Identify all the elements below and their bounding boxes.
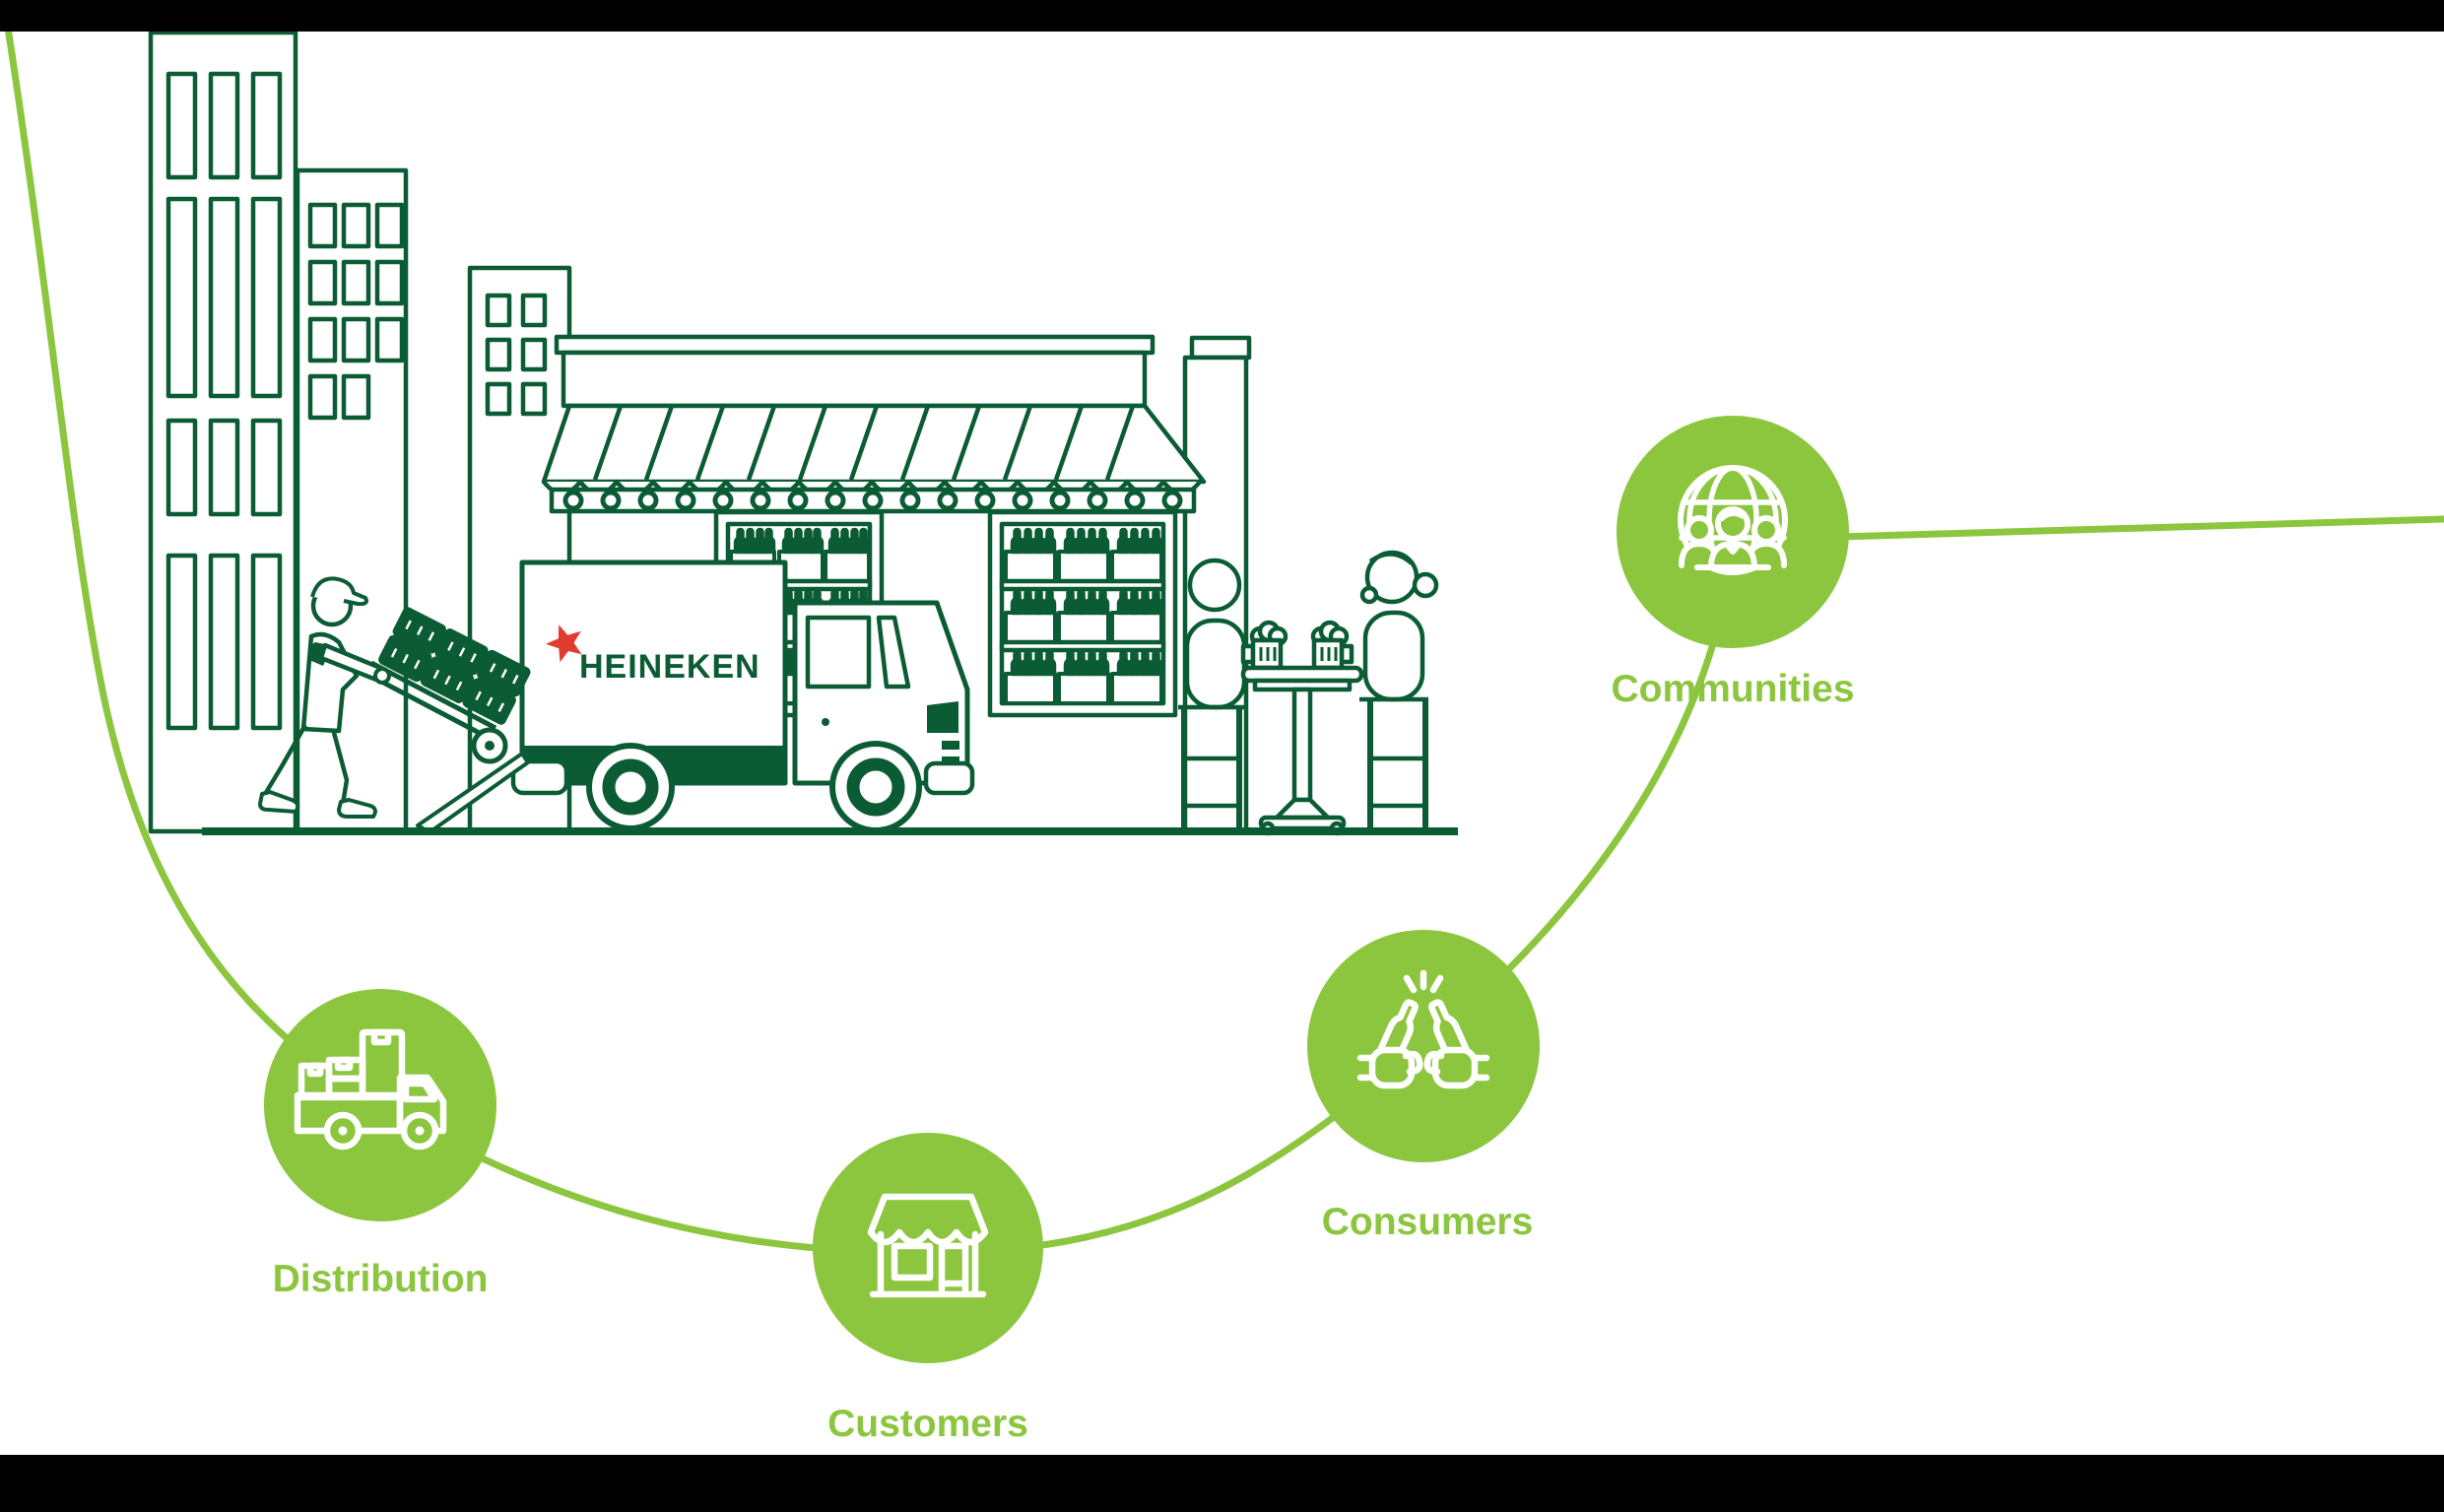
label-distribution: Distribution bbox=[273, 1258, 489, 1300]
worker-front-leg bbox=[330, 728, 350, 805]
beer-mug bbox=[1240, 620, 1288, 671]
truck-wheel bbox=[829, 741, 922, 833]
label-communities: Communities bbox=[1611, 668, 1854, 710]
bar-scene bbox=[1178, 550, 1439, 836]
node-customers bbox=[813, 1133, 1043, 1363]
store-sign-band bbox=[561, 350, 1148, 409]
node-consumers bbox=[1307, 930, 1540, 1162]
label-consumers: Consumers bbox=[1322, 1201, 1534, 1243]
tall-building bbox=[148, 30, 298, 834]
store-sign-top bbox=[554, 334, 1156, 356]
display-window-right bbox=[987, 509, 1178, 718]
bar-table bbox=[1240, 665, 1364, 836]
awning bbox=[541, 403, 1207, 485]
truck-brand-label: HEINEKEN bbox=[579, 648, 760, 686]
worker-cap bbox=[310, 576, 368, 607]
storefront-icon bbox=[867, 1193, 989, 1298]
worker-back-leg bbox=[262, 723, 307, 798]
letterbox-bottom bbox=[0, 1455, 2444, 1512]
label-customers: Customers bbox=[827, 1403, 1028, 1445]
city-illustration bbox=[148, 30, 1458, 836]
globe-people-icon bbox=[1678, 465, 1788, 575]
person-body bbox=[1184, 618, 1247, 710]
cheers-bottles-icon bbox=[1356, 969, 1490, 1089]
delivery-truck-boxes-icon bbox=[294, 1028, 447, 1150]
node-distribution bbox=[264, 989, 496, 1221]
heineken-star-icon bbox=[546, 625, 582, 663]
delivery-worker-with-hand-truck bbox=[258, 576, 529, 834]
person-body bbox=[1362, 610, 1425, 702]
beer-mug bbox=[1310, 620, 1354, 671]
letterbox-top bbox=[0, 0, 2444, 32]
person-head bbox=[1187, 558, 1242, 613]
truck-wheel bbox=[586, 743, 675, 831]
node-communities bbox=[1617, 416, 1849, 648]
heineken-delivery-truck bbox=[510, 559, 975, 833]
mid-building bbox=[295, 167, 409, 834]
